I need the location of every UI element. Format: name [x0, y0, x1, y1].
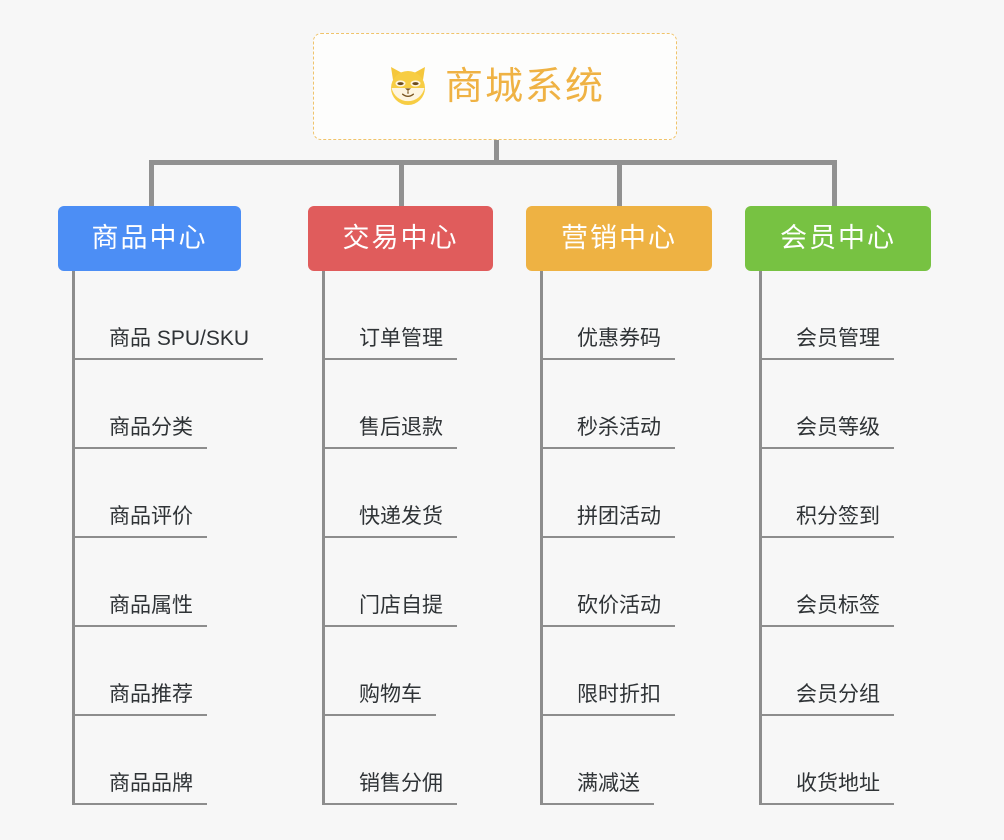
leaf-item[interactable]: 销售分佣 [325, 716, 457, 805]
leaf-item[interactable]: 积分签到 [762, 449, 894, 538]
leaf-item-underline: 秒杀活动 [543, 416, 675, 449]
leaf-item[interactable]: 售后退款 [325, 360, 457, 449]
leaf-item-underline: 限时折扣 [543, 683, 675, 716]
leaf-item-underline: 砍价活动 [543, 594, 675, 627]
drop-connector-4 [832, 160, 837, 208]
branch-spine [322, 271, 325, 805]
leaf-item[interactable]: 拼团活动 [543, 449, 675, 538]
leaf-item-underline: 门店自提 [325, 594, 457, 627]
category-label: 营销中心 [561, 223, 677, 253]
leaf-item-label: 商品 SPU/SKU [109, 326, 250, 350]
leaf-item[interactable]: 会员管理 [762, 271, 894, 360]
leaf-item-underline: 会员标签 [762, 594, 894, 627]
leaf-item[interactable]: 商品评价 [75, 449, 207, 538]
leaf-item-label: 商品评价 [109, 504, 193, 528]
leaf-item[interactable]: 限时折扣 [543, 627, 675, 716]
leaf-item-underline: 快递发货 [325, 505, 457, 538]
leaf-item-label: 拼团活动 [577, 504, 661, 528]
leaf-item[interactable]: 商品品牌 [75, 716, 207, 805]
leaf-item-label: 商品属性 [109, 593, 193, 617]
leaf-item-underline: 商品评价 [75, 505, 207, 538]
leaf-item-underline: 会员分组 [762, 683, 894, 716]
leaf-item-label: 商品分类 [109, 415, 193, 439]
leaf-item-label: 销售分佣 [359, 771, 443, 795]
leaf-item-label: 秒杀活动 [577, 415, 661, 439]
branch-spine [759, 271, 762, 805]
leaf-item[interactable]: 商品分类 [75, 360, 207, 449]
leaf-item[interactable]: 收货地址 [762, 716, 894, 805]
branch-spine [72, 271, 75, 805]
category-box-transaction[interactable]: 交易中心 [308, 206, 493, 271]
leaf-item[interactable]: 会员等级 [762, 360, 894, 449]
leaf-item-underline: 商品分类 [75, 416, 207, 449]
leaf-item[interactable]: 砍价活动 [543, 538, 675, 627]
leaf-item-underline: 购物车 [325, 683, 436, 716]
leaf-item[interactable]: 会员标签 [762, 538, 894, 627]
leaf-item-underline: 优惠券码 [543, 327, 675, 360]
leaf-item-underline: 会员管理 [762, 327, 894, 360]
leaf-item-label: 售后退款 [359, 415, 443, 439]
leaf-item-underline: 商品 SPU/SKU [75, 326, 264, 360]
leaf-item[interactable]: 优惠券码 [543, 271, 675, 360]
leaf-item-underline: 订单管理 [325, 327, 457, 360]
leaf-item-underline: 积分签到 [762, 505, 894, 538]
leaf-item[interactable]: 购物车 [325, 627, 436, 716]
category-label: 商品中心 [91, 223, 208, 253]
leaf-item[interactable]: 订单管理 [325, 271, 457, 360]
leaf-item-label: 优惠券码 [577, 326, 661, 350]
root-title: 商城系统 [444, 65, 605, 108]
leaf-item-label: 满减送 [577, 771, 640, 795]
leaf-item-underline: 收货地址 [762, 772, 894, 805]
leaf-item-underline: 会员等级 [762, 416, 894, 449]
leaf-item[interactable]: 商品推荐 [75, 627, 207, 716]
leaf-item[interactable]: 快递发货 [325, 449, 457, 538]
leaf-item-label: 订单管理 [359, 326, 443, 350]
leaf-item-label: 会员等级 [796, 415, 880, 439]
leaf-item-label: 会员分组 [796, 682, 880, 706]
category-label: 交易中心 [342, 223, 459, 253]
horizontal-bus-connector [149, 160, 837, 165]
leaf-item-underline: 商品品牌 [75, 772, 207, 805]
category-label: 会员中心 [780, 223, 896, 253]
leaf-item-label: 积分签到 [796, 504, 880, 528]
leaf-item[interactable]: 商品 SPU/SKU [75, 271, 264, 360]
drop-connector-3 [617, 160, 622, 208]
leaf-item-label: 收货地址 [796, 771, 880, 795]
category-box-member[interactable]: 会员中心 [745, 206, 931, 271]
leaf-item-label: 购物车 [359, 682, 422, 706]
leaf-item-label: 商品品牌 [109, 771, 193, 795]
leaf-item-label: 限时折扣 [577, 682, 661, 706]
shiba-dog-icon [385, 64, 431, 110]
leaf-item-underline: 售后退款 [325, 416, 457, 449]
leaf-item[interactable]: 秒杀活动 [543, 360, 675, 449]
leaf-item-underline: 满减送 [543, 772, 654, 805]
leaf-item-label: 会员标签 [796, 593, 880, 617]
leaf-item-label: 门店自提 [359, 593, 443, 617]
leaf-item-underline: 销售分佣 [325, 772, 457, 805]
drop-connector-2 [399, 160, 404, 208]
leaf-item-label: 商品推荐 [109, 682, 193, 706]
leaf-item-label: 快递发货 [359, 504, 443, 528]
leaf-item[interactable]: 商品属性 [75, 538, 207, 627]
drop-connector-1 [149, 160, 154, 208]
leaf-item-underline: 商品属性 [75, 594, 207, 627]
root-stem-connector [494, 140, 499, 163]
category-box-product[interactable]: 商品中心 [58, 206, 241, 271]
category-box-marketing[interactable]: 营销中心 [526, 206, 712, 271]
leaf-item[interactable]: 会员分组 [762, 627, 894, 716]
leaf-item-label: 砍价活动 [577, 593, 661, 617]
leaf-item[interactable]: 门店自提 [325, 538, 457, 627]
root-node[interactable]: 商城系统 [313, 33, 677, 140]
leaf-item-underline: 拼团活动 [543, 505, 675, 538]
leaf-item[interactable]: 满减送 [543, 716, 654, 805]
branch-spine [540, 271, 543, 805]
leaf-item-label: 会员管理 [796, 326, 880, 350]
leaf-item-underline: 商品推荐 [75, 683, 207, 716]
